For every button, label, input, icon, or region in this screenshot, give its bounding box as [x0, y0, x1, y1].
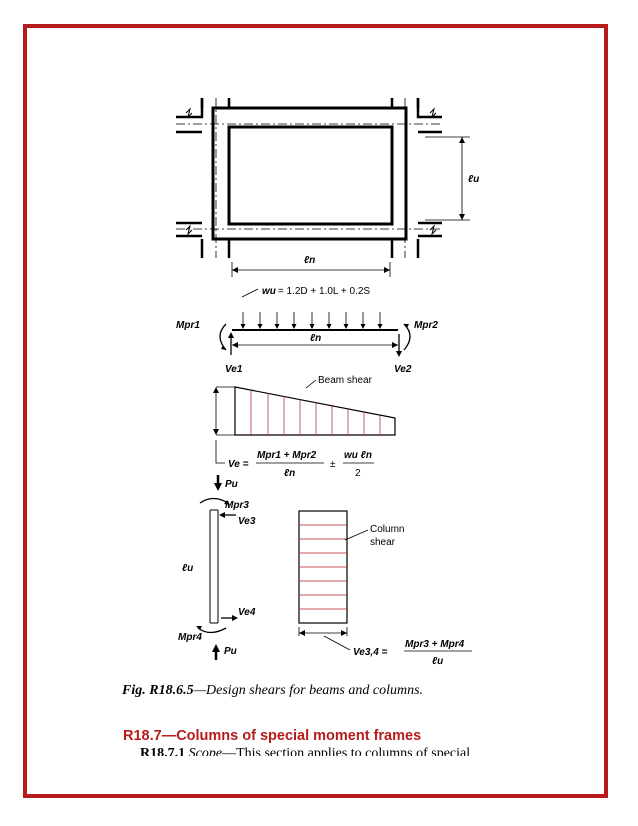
- beam-ln-label: ℓn: [310, 333, 321, 344]
- load-equation: = 1.2D + 1.0L + 0.2S: [278, 286, 371, 297]
- svg-text:wu ℓn: wu ℓn: [344, 450, 372, 461]
- clause-title: Scope: [188, 746, 223, 756]
- pu-bottom-label: Pu: [224, 646, 237, 657]
- svg-text:±: ±: [330, 459, 336, 470]
- body-text: R18.7.1 Scope—This section applies to co…: [140, 746, 530, 756]
- svg-text:2: 2: [355, 468, 361, 479]
- mpr4-label: Mpr4: [178, 632, 202, 643]
- figure-number: Fig. R18.6.5: [122, 683, 194, 698]
- mpr2-label: Mpr2: [414, 320, 438, 331]
- ve4-label: Ve4: [238, 607, 256, 618]
- beam-shear-label: Beam shear: [318, 375, 373, 386]
- frame-lu-label: ℓu: [468, 174, 479, 185]
- figure-caption: Fig. R18.6.5—Design shears for beams and…: [122, 683, 423, 699]
- svg-text:Ve3,4 =: Ve3,4 =: [353, 647, 388, 658]
- column-shear-diagram: [298, 510, 369, 651]
- ve-formula: Ve = Mpr1 + Mpr2 ℓn ± wu ℓn 2: [228, 450, 374, 479]
- beam-shear-diagram: [213, 379, 396, 464]
- column-shear-label-2: shear: [370, 537, 396, 548]
- ve3-label: Ve3: [238, 516, 256, 527]
- beam-free-body: [219, 288, 411, 357]
- frame-ln-label: ℓn: [304, 255, 315, 266]
- column-lu-label: ℓu: [182, 563, 193, 574]
- frame-elevation: [176, 98, 470, 277]
- column-shear-label-1: Column: [370, 524, 404, 535]
- svg-text:wu= 1.2D + 1.0L + 0.2S: wu= 1.2D + 1.0L + 0.2S: [262, 286, 370, 297]
- svg-text:Mpr3 + Mpr4: Mpr3 + Mpr4: [405, 639, 465, 650]
- ve2-label: Ve2: [394, 364, 412, 375]
- pu-top-label: Pu: [225, 479, 238, 490]
- clause-text: —This section applies to columns of spec…: [222, 746, 471, 756]
- ve1-label: Ve1: [225, 364, 243, 375]
- wu-label: wu: [262, 286, 276, 297]
- ve34-formula: Ve3,4 = Mpr3 + Mpr4 ℓu: [353, 639, 472, 667]
- section-heading: R18.7—Columns of special moment frames: [123, 728, 422, 744]
- clause-number: R18.7.1: [140, 746, 186, 756]
- column-free-body: [196, 475, 238, 660]
- page-border: [23, 24, 608, 798]
- svg-text:Ve =: Ve =: [228, 459, 249, 470]
- mpr3-label: Mpr3: [225, 500, 249, 511]
- svg-text:Mpr1 + Mpr2: Mpr1 + Mpr2: [257, 450, 317, 461]
- mpr1-label: Mpr1: [176, 320, 200, 331]
- svg-text:ℓu: ℓu: [432, 656, 443, 667]
- svg-text:ℓn: ℓn: [284, 468, 295, 479]
- figure-caption-text: —Design shears for beams and columns.: [193, 683, 424, 698]
